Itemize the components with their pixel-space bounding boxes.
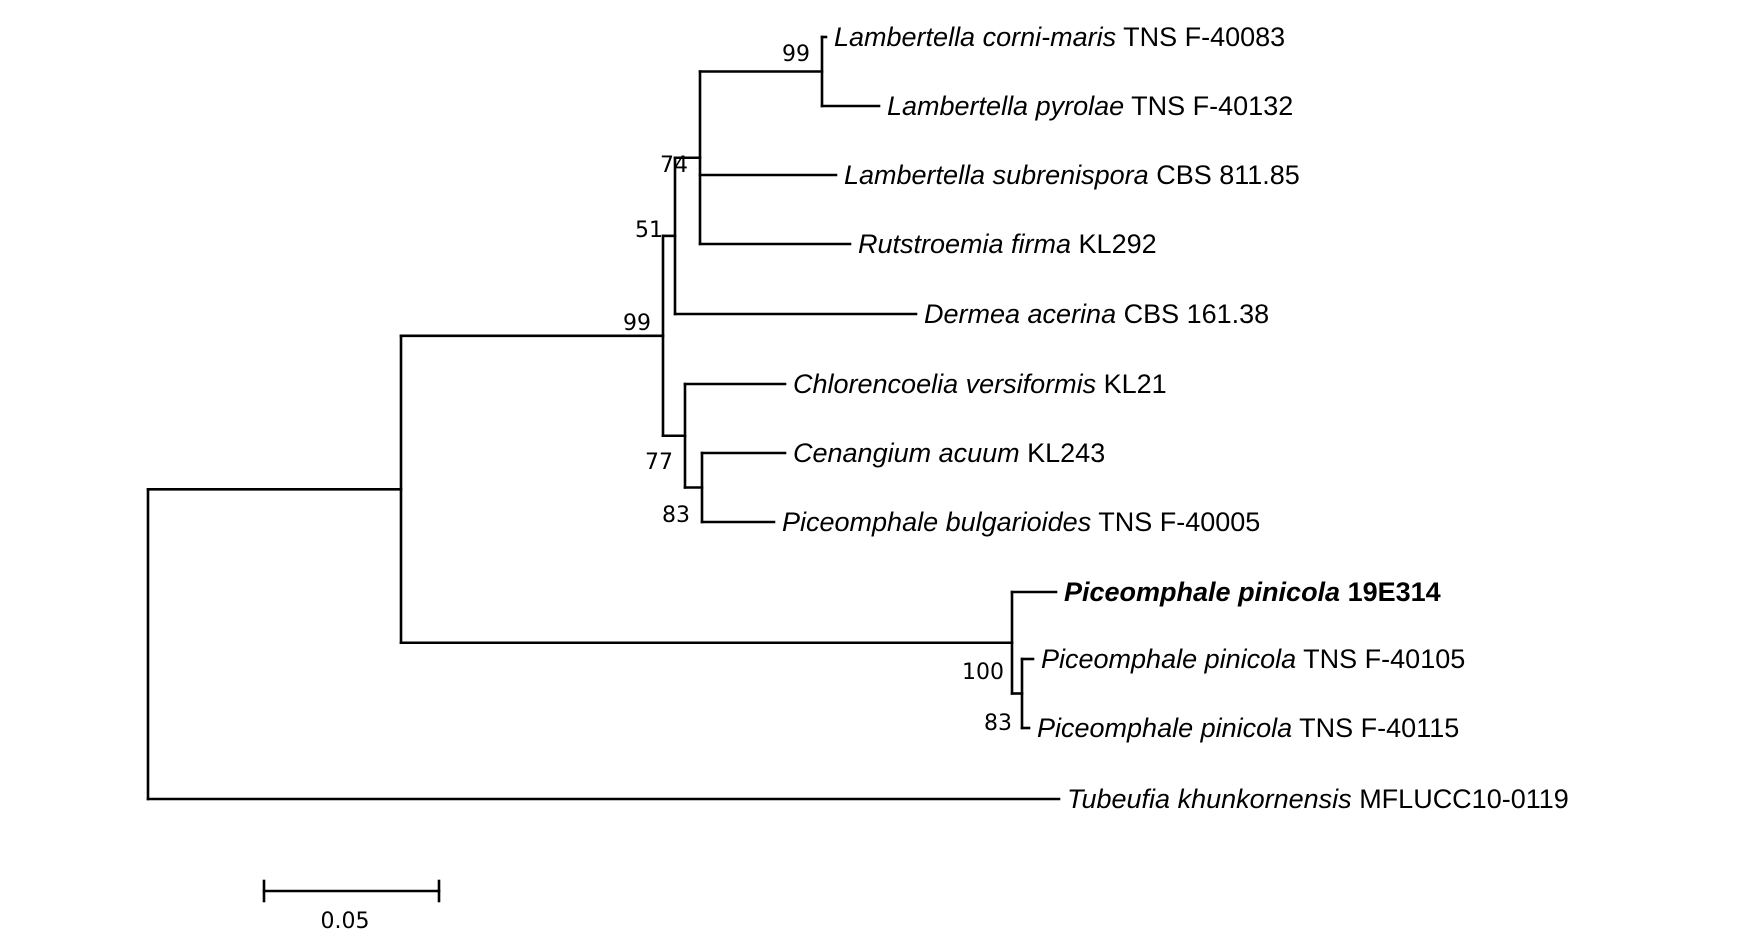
taxon-strain: 19E314: [1340, 577, 1441, 607]
taxon-strain: KL21: [1096, 369, 1167, 399]
taxon-label-t6: Chlorencoelia versiformis KL21: [793, 369, 1167, 399]
taxon-labels: Lambertella corni-maris TNS F-40083Lambe…: [782, 22, 1569, 814]
taxon-species: Dermea acerina: [924, 299, 1116, 329]
taxon-species: Rutstroemia firma: [858, 229, 1071, 259]
taxon-label-t8: Piceomphale bulgarioides TNS F-40005: [782, 507, 1260, 537]
scale-bar-label: 0.05: [321, 909, 370, 932]
taxon-species: Piceomphale pinicola: [1064, 577, 1340, 607]
taxon-species: Piceomphale pinicola: [1037, 713, 1292, 743]
taxon-label-t9: Piceomphale pinicola 19E314: [1064, 577, 1441, 607]
taxon-label-t5: Dermea acerina CBS 161.38: [924, 299, 1269, 329]
taxon-strain: KL292: [1071, 229, 1157, 259]
tree-branches: [146, 35, 1061, 801]
taxon-strain: CBS 811.85: [1149, 160, 1300, 190]
taxon-species: Lambertella pyrolae: [887, 91, 1124, 121]
support-value-n_pin: 100: [962, 660, 1004, 685]
taxon-species: Piceomphale pinicola: [1041, 644, 1296, 674]
taxon-species: Lambertella subrenispora: [844, 160, 1149, 190]
taxon-strain: TNS F-40083: [1116, 22, 1285, 52]
taxon-strain: TNS F-40115: [1292, 713, 1459, 743]
taxon-strain: TNS F-40005: [1091, 507, 1260, 537]
taxon-species: Tubeufia khunkornensis: [1067, 784, 1352, 814]
support-value-n_d: 77: [645, 450, 673, 475]
taxon-label-t2: Lambertella pyrolae TNS F-40132: [887, 91, 1293, 121]
taxon-label-t1: Lambertella corni-maris TNS F-40083: [834, 22, 1285, 52]
taxon-species: Piceomphale bulgarioides: [782, 507, 1091, 537]
taxon-label-t11: Piceomphale pinicola TNS F-40115: [1037, 713, 1459, 743]
taxon-label-t7: Cenangium acuum KL243: [793, 438, 1105, 468]
taxon-label-t10: Piceomphale pinicola TNS F-40105: [1041, 644, 1465, 674]
taxon-strain: CBS 161.38: [1116, 299, 1269, 329]
support-value-n_a: 74: [660, 153, 688, 178]
support-value-n_lamb: 99: [782, 42, 810, 67]
support-value-n_pin2: 83: [984, 711, 1012, 736]
taxon-strain: MFLUCC10-0119: [1352, 784, 1569, 814]
taxon-label-t3: Lambertella subrenispora CBS 811.85: [844, 160, 1300, 190]
support-values: 99 74 51 99 77 83 100 83: [623, 42, 1012, 736]
support-value-n_b: 51: [635, 218, 663, 243]
taxon-strain: KL243: [1020, 438, 1106, 468]
taxon-species: Cenangium acuum: [793, 438, 1020, 468]
taxon-species: Lambertella corni-maris: [834, 22, 1116, 52]
support-value-n_c: 99: [623, 311, 651, 336]
taxon-species: Chlorencoelia versiformis: [793, 369, 1096, 399]
support-value-n_e: 83: [662, 503, 690, 528]
taxon-strain: TNS F-40132: [1124, 91, 1293, 121]
taxon-label-t12: Tubeufia khunkornensis MFLUCC10-0119: [1067, 784, 1569, 814]
taxon-strain: TNS F-40105: [1296, 644, 1465, 674]
scale-bar: 0.05: [262, 879, 441, 932]
taxon-label-t4: Rutstroemia firma KL292: [858, 229, 1157, 259]
